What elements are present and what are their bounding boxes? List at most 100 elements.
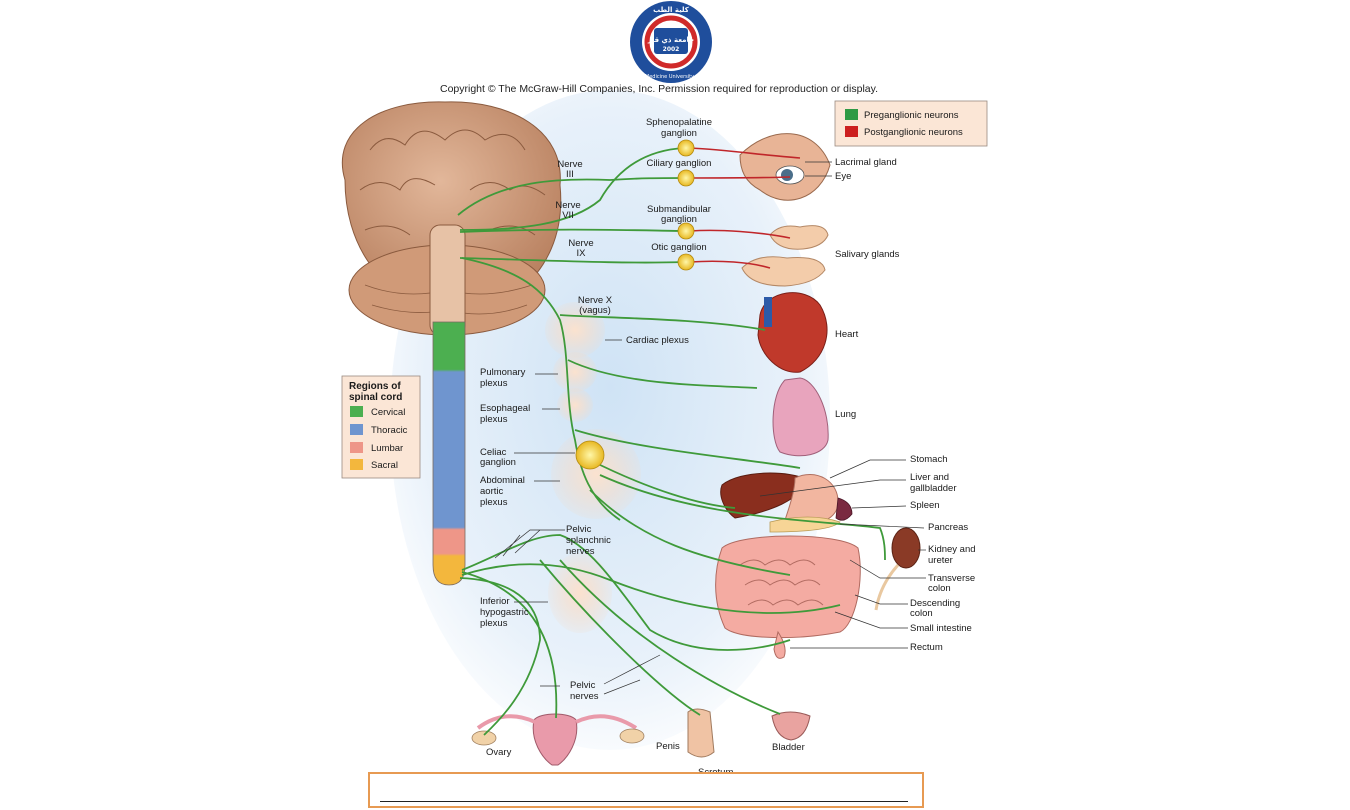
sacral-label: Sacral [371, 460, 398, 471]
cervical-label: Cervical [371, 407, 405, 418]
sphenopalatine-label-2: ganglion [661, 128, 697, 139]
transverse-leader [849, 559, 926, 579]
pelvic-splanchnic-leader [494, 529, 565, 559]
ganglion-labels: Sphenopalatine ganglion Ciliary ganglion… [646, 117, 712, 253]
transverse-label-1: Transverse [928, 573, 975, 584]
descending-label-1: Descending [910, 598, 960, 609]
spinal-legend: Regions of spinal cord Cervical Thoracic… [341, 375, 421, 479]
spinal-cord [432, 321, 466, 586]
spleen-leader [851, 505, 907, 509]
pulmonary-plexus-glow [553, 352, 597, 392]
lung-shape [772, 377, 829, 457]
logo-year: 2002 [663, 46, 680, 53]
ureter [874, 563, 900, 611]
iris [781, 169, 793, 181]
pelvic-bladder-path [559, 559, 781, 715]
ovary-left-shape [471, 730, 497, 746]
nerve-x-label-1: Nerve X [578, 295, 613, 306]
nerve-vii-label-1: Nerve [555, 200, 580, 211]
postganglionic-swatch [845, 126, 858, 137]
descending-leader [854, 594, 908, 605]
heart-label: Heart [835, 329, 859, 340]
pelvic-splanchnic-label-3: nerves [566, 546, 595, 557]
spinal-legend-title-2: spinal cord [349, 392, 402, 403]
pelvic-penis-path [539, 559, 701, 716]
submandibular-label-2: ganglion [661, 214, 697, 225]
logo-center-text: جامعة ذي قار [647, 36, 694, 44]
liver-leader [759, 479, 906, 497]
plexus-labels: Cardiac plexus Pulmonary plexus Esophage… [480, 335, 689, 702]
nerve-ix-label-2: IX [577, 248, 587, 259]
neuron-legend: Preganglionic neurons Postganglionic neu… [834, 100, 988, 147]
footer-rule [380, 801, 908, 802]
ovary-label: Ovary [486, 747, 512, 758]
abdominal-label-1: Abdominal [480, 475, 525, 486]
organs [471, 133, 921, 766]
abdominal-label-2: aortic [480, 486, 503, 497]
lacrimal-label: Lacrimal gland [835, 157, 897, 168]
lung-label: Lung [835, 409, 856, 420]
fallopian-tubes [476, 714, 638, 730]
hypogastric-label-2: hypogastric [480, 607, 529, 618]
sphenopalatine-ganglion [677, 139, 695, 157]
salivary-label: Salivary glands [835, 249, 900, 260]
rectum-label: Rectum [910, 642, 943, 653]
abdominal-plexus-glow [551, 429, 641, 519]
logo-center-plate [654, 28, 688, 54]
stomach-label: Stomach [910, 454, 948, 465]
pancreas-leader [839, 523, 925, 529]
post-otic [689, 260, 771, 269]
kidney-label-1: Kidney and [928, 544, 976, 555]
nerve-iii-path [457, 177, 685, 216]
hypogastric-label-1: Inferior [480, 596, 510, 607]
post-eye [689, 176, 791, 179]
transverse-label-2: colon [928, 583, 951, 594]
eye-label: Eye [835, 171, 851, 182]
preganglionic-nerves [457, 147, 886, 736]
copyright-line: Copyright © The McGraw-Hill Companies, I… [440, 83, 878, 95]
thoracic-label: Thoracic [371, 425, 408, 436]
vagus-intestine-branch [589, 489, 791, 576]
pelvic-ovary-path [459, 577, 541, 736]
pancreas-label: Pancreas [928, 522, 968, 533]
rectum-shape [773, 630, 786, 659]
sphenopalatine-label-1: Sphenopalatine [646, 117, 712, 128]
small-intestine-coils [739, 559, 824, 606]
brain [341, 101, 562, 336]
pelvic-nerves-leader [540, 654, 661, 695]
submandibular-label-1: Submandibular [647, 204, 711, 215]
pancreas-shape [769, 516, 841, 533]
liver-label-1: Liver and [910, 472, 949, 483]
aorta-blue [764, 297, 772, 327]
spinal-legend-title-1: Regions of [349, 381, 401, 392]
kidney-label-2: ureter [928, 555, 953, 566]
logo-university-arc: College of Medicine University of Thi - … [618, 74, 724, 80]
college-logo: كلية الطب جامعة ذي قار 2002 College of M… [618, 1, 725, 83]
ciliary-ganglion [677, 169, 695, 187]
hypogastric-plexus-glow [548, 553, 612, 633]
otic-label: Otic ganglion [651, 242, 706, 253]
ganglia [575, 139, 695, 470]
lumbar-label: Lumbar [371, 443, 403, 454]
logo-arabic-arc: كلية الطب [653, 6, 690, 14]
submandibular-ganglion [677, 222, 695, 240]
celiac-ganglion [575, 440, 605, 470]
ovary-right-shape [619, 728, 645, 744]
intestines-shape [715, 535, 861, 639]
vagus-heart-branch [559, 314, 766, 331]
vagus-lung-branch [567, 359, 758, 389]
salivary-gland-upper [769, 225, 829, 250]
kidney-shape [891, 527, 921, 569]
cervical-swatch [350, 406, 363, 417]
vagus-stomach-branch [574, 429, 801, 469]
plexus-glows [545, 302, 641, 633]
esophageal-label-2: plexus [480, 414, 508, 425]
bladder-label: Bladder [772, 742, 805, 753]
uterus-shape [532, 713, 578, 766]
preganglionic-swatch [845, 109, 858, 120]
otic-ganglion [677, 253, 695, 271]
sacral-swatch [350, 459, 363, 470]
thoracic-swatch [350, 424, 363, 435]
nerve-ix-label-1: Nerve [568, 238, 593, 249]
salivary-gland-lower [741, 256, 826, 287]
